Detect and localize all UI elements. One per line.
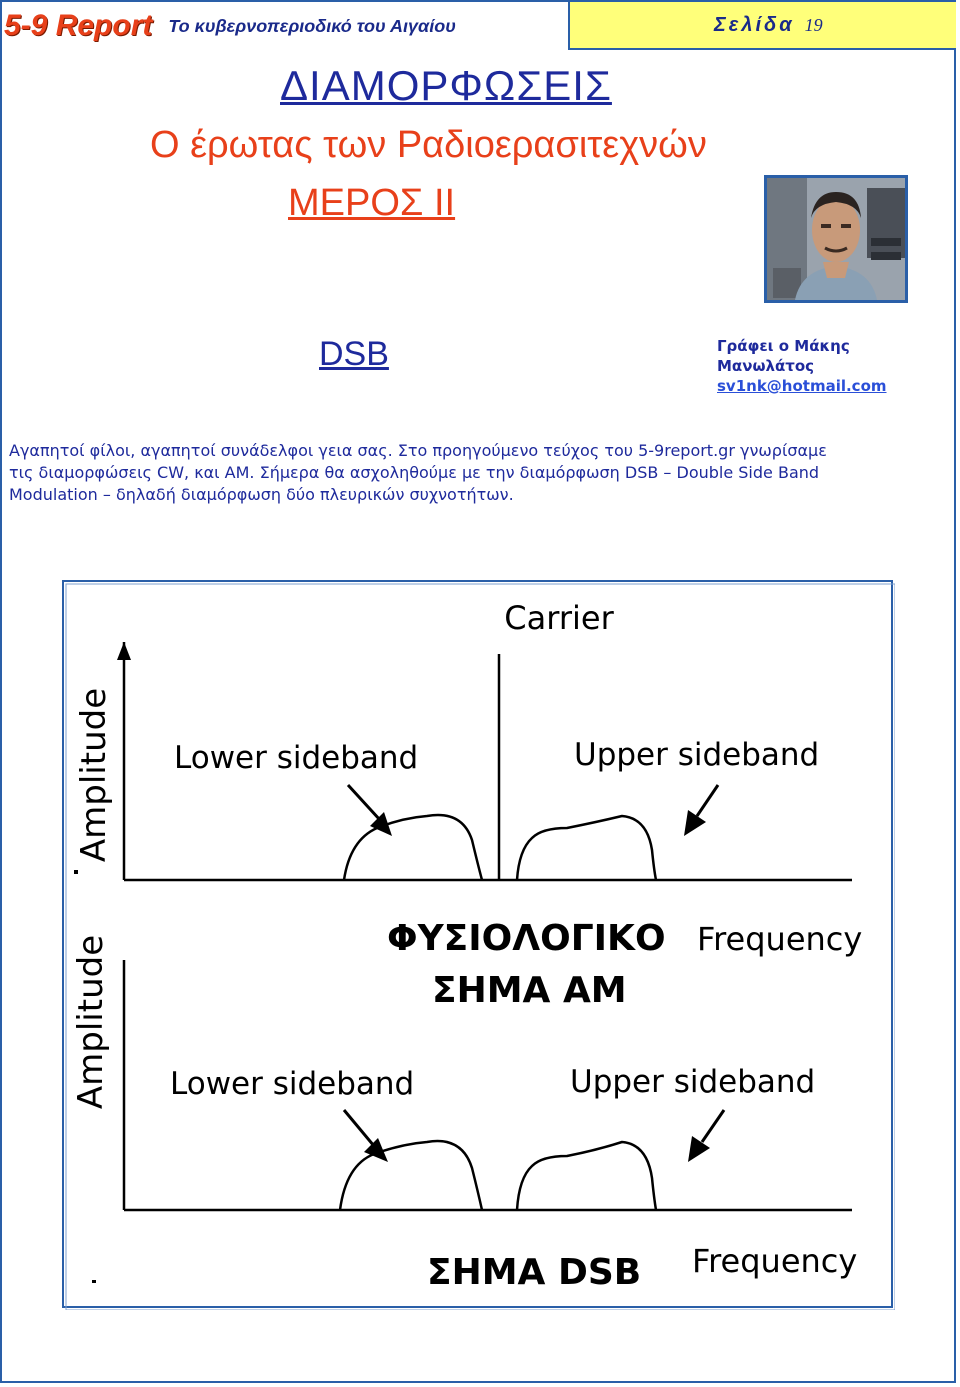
am-upper-arrow-icon (695, 784, 720, 817)
author-photo (764, 175, 908, 303)
section-heading: DSB (319, 335, 389, 373)
author-line-1: Γράφει ο Μάκης (717, 337, 850, 355)
page-number-box: Σελίδα 19 (568, 2, 956, 50)
dsb-x-label: Frequency (692, 1242, 857, 1280)
article-subtitle: Ο έρωτας των Ραδιοερασιτεχνών (150, 124, 707, 166)
author-email-link[interactable]: sv1nk@hotmail.com (717, 377, 887, 395)
dsb-y-label: Amplitude (71, 935, 111, 1109)
dsb-upper-label: Upper sideband (570, 1064, 815, 1100)
brand-logo: 5-9 Report (4, 9, 153, 42)
am-caption-line-1: ΦΥΣΙΟΛΟΓΙΚΟ (387, 918, 666, 959)
body-paragraph: Αγαπητοί φίλοι, αγαπητοί συνάδελφοι γεια… (9, 440, 954, 506)
dsb-caption: ΣΗΜΑ DSB (427, 1252, 641, 1293)
dsb-lower-arrow-icon (342, 1109, 376, 1147)
am-y-axis-arrow-icon (117, 642, 131, 660)
dsb-upper-sideband-curve (515, 1140, 658, 1211)
am-lower-sideband-curve (342, 813, 484, 881)
body-line-1: Αγαπητοί φίλοι, αγαπητοί συνάδελφοι γεια… (9, 441, 827, 460)
am-upper-sideband-curve (515, 814, 658, 881)
body-line-2: τις διαμορφώσεις CW, και AM. Σήμερα θα α… (9, 463, 820, 482)
am-caption-line-2: ΣΗΜΑ AM (432, 970, 627, 1011)
header-left: 5-9 Report Το κυβερνοπεριοδικό του Αιγαί… (4, 8, 456, 44)
am-y-label: Amplitude (74, 688, 114, 862)
page-number: 19 (804, 14, 823, 35)
header-tagline: Το κυβερνοπεριοδικό του Αιγαίου (168, 15, 456, 36)
author-line-2: Μανωλάτος (717, 357, 815, 375)
modulation-figure: Amplitude Carrier Lower sideband Upper s… (62, 580, 896, 1311)
am-carrier-label: Carrier (504, 599, 614, 637)
dsb-lower-label: Lower sideband (170, 1066, 414, 1102)
author-photo-image (767, 178, 905, 300)
article-part: ΜΕΡΟΣ ΙΙ (288, 182, 456, 224)
page-header: 5-9 Report Το κυβερνοπεριοδικό του Αιγαί… (0, 0, 960, 50)
am-x-label: Frequency (697, 920, 862, 958)
article-title: ΔΙΑΜΟΡΦΩΣΕΙΣ (280, 62, 612, 109)
author-block: Γράφει ο Μάκης Μανωλάτος sv1nk@hotmail.c… (717, 336, 887, 396)
panel-am: Amplitude Carrier Lower sideband Upper s… (74, 599, 862, 1011)
page-label: Σελίδα (714, 13, 795, 36)
am-dsb-spectrum-diagram: Amplitude Carrier Lower sideband Upper s… (62, 580, 896, 1311)
am-lower-arrow-icon (346, 783, 382, 822)
dsb-lower-sideband-curve (338, 1139, 484, 1211)
dsb-upper-arrow-icon (700, 1109, 726, 1143)
body-line-3: Modulation – δηλαδή διαμόρφωση δύο πλευρ… (9, 485, 514, 504)
am-upper-label: Upper sideband (574, 737, 819, 773)
am-lower-label: Lower sideband (174, 740, 418, 776)
panel-dsb: Amplitude Lower sideband Upper sideband … (71, 935, 857, 1293)
